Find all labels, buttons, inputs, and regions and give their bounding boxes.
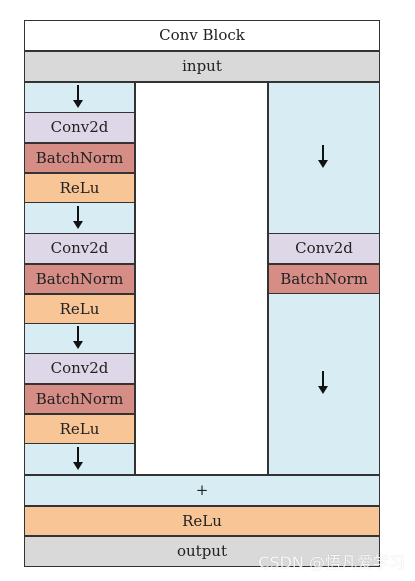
shortcut-conv2d-block: Conv2d	[268, 233, 380, 264]
main-stage-1-batchnorm-block: BatchNorm	[24, 143, 135, 173]
merge-block: +	[24, 475, 380, 506]
main-stage-3-batchnorm-block: BatchNorm	[24, 384, 135, 414]
down-arrow-icon	[73, 326, 83, 349]
main-stage-2-batchnorm-block: BatchNorm	[24, 264, 135, 294]
down-arrow-icon	[73, 206, 83, 229]
final-relu-block: ReLu	[24, 506, 380, 536]
main-stage-3-conv2d-block: Conv2d	[24, 353, 135, 384]
down-arrow-icon	[73, 447, 83, 470]
down-arrow-icon	[318, 145, 328, 168]
down-arrow-icon	[318, 371, 328, 394]
input-block: input	[24, 51, 380, 82]
output-block: output	[24, 536, 380, 567]
diagram-title: Conv Block	[24, 20, 380, 51]
shortcut-batchnorm-block: BatchNorm	[268, 264, 380, 294]
main-stage-2-relu-block: ReLu	[24, 294, 135, 324]
center-spacer-panel	[135, 82, 268, 475]
main-stage-3-relu-block: ReLu	[24, 414, 135, 444]
main-stage-1-conv2d-block: Conv2d	[24, 112, 135, 143]
main-stage-1-relu-block: ReLu	[24, 173, 135, 203]
main-stage-2-conv2d-block: Conv2d	[24, 233, 135, 264]
down-arrow-icon	[73, 85, 83, 108]
